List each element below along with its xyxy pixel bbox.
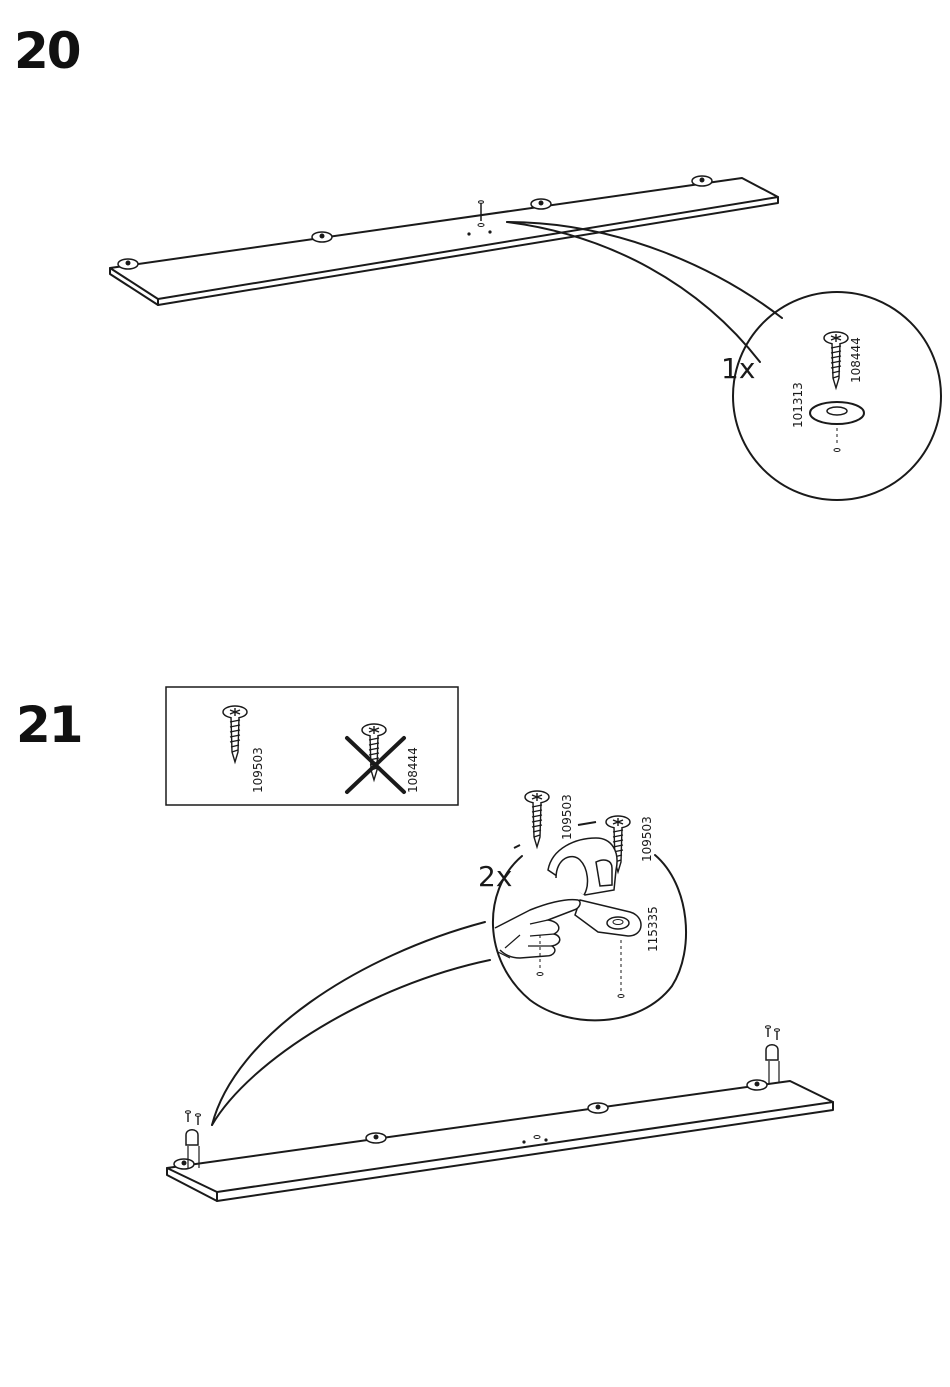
part-label-screw: 109503 — [640, 816, 654, 862]
part-label-washer: 101313 — [791, 382, 805, 428]
legend-allowed-label: 109503 — [251, 747, 265, 793]
quantity-label: 2x — [478, 860, 512, 893]
step20-detail-circle — [733, 292, 941, 500]
mounted-bracket-right — [766, 1026, 780, 1083]
quantity-label: 1x — [721, 352, 755, 385]
step21-callout-pointer — [212, 922, 490, 1125]
part-label-screw: 108444 — [849, 337, 863, 383]
screw-icon — [525, 791, 549, 847]
hand-pointing-icon — [495, 900, 580, 958]
step20-callout-pointer — [507, 222, 782, 362]
bracket-icon — [548, 838, 641, 936]
part-label-screw: 109503 — [560, 794, 574, 840]
step21-shelf-board — [167, 1026, 833, 1201]
screw-icon — [824, 332, 848, 388]
part-label-bracket: 115335 — [646, 906, 660, 952]
legend-not-allowed-label: 108444 — [406, 747, 420, 793]
mounted-bracket-left — [186, 1111, 201, 1168]
